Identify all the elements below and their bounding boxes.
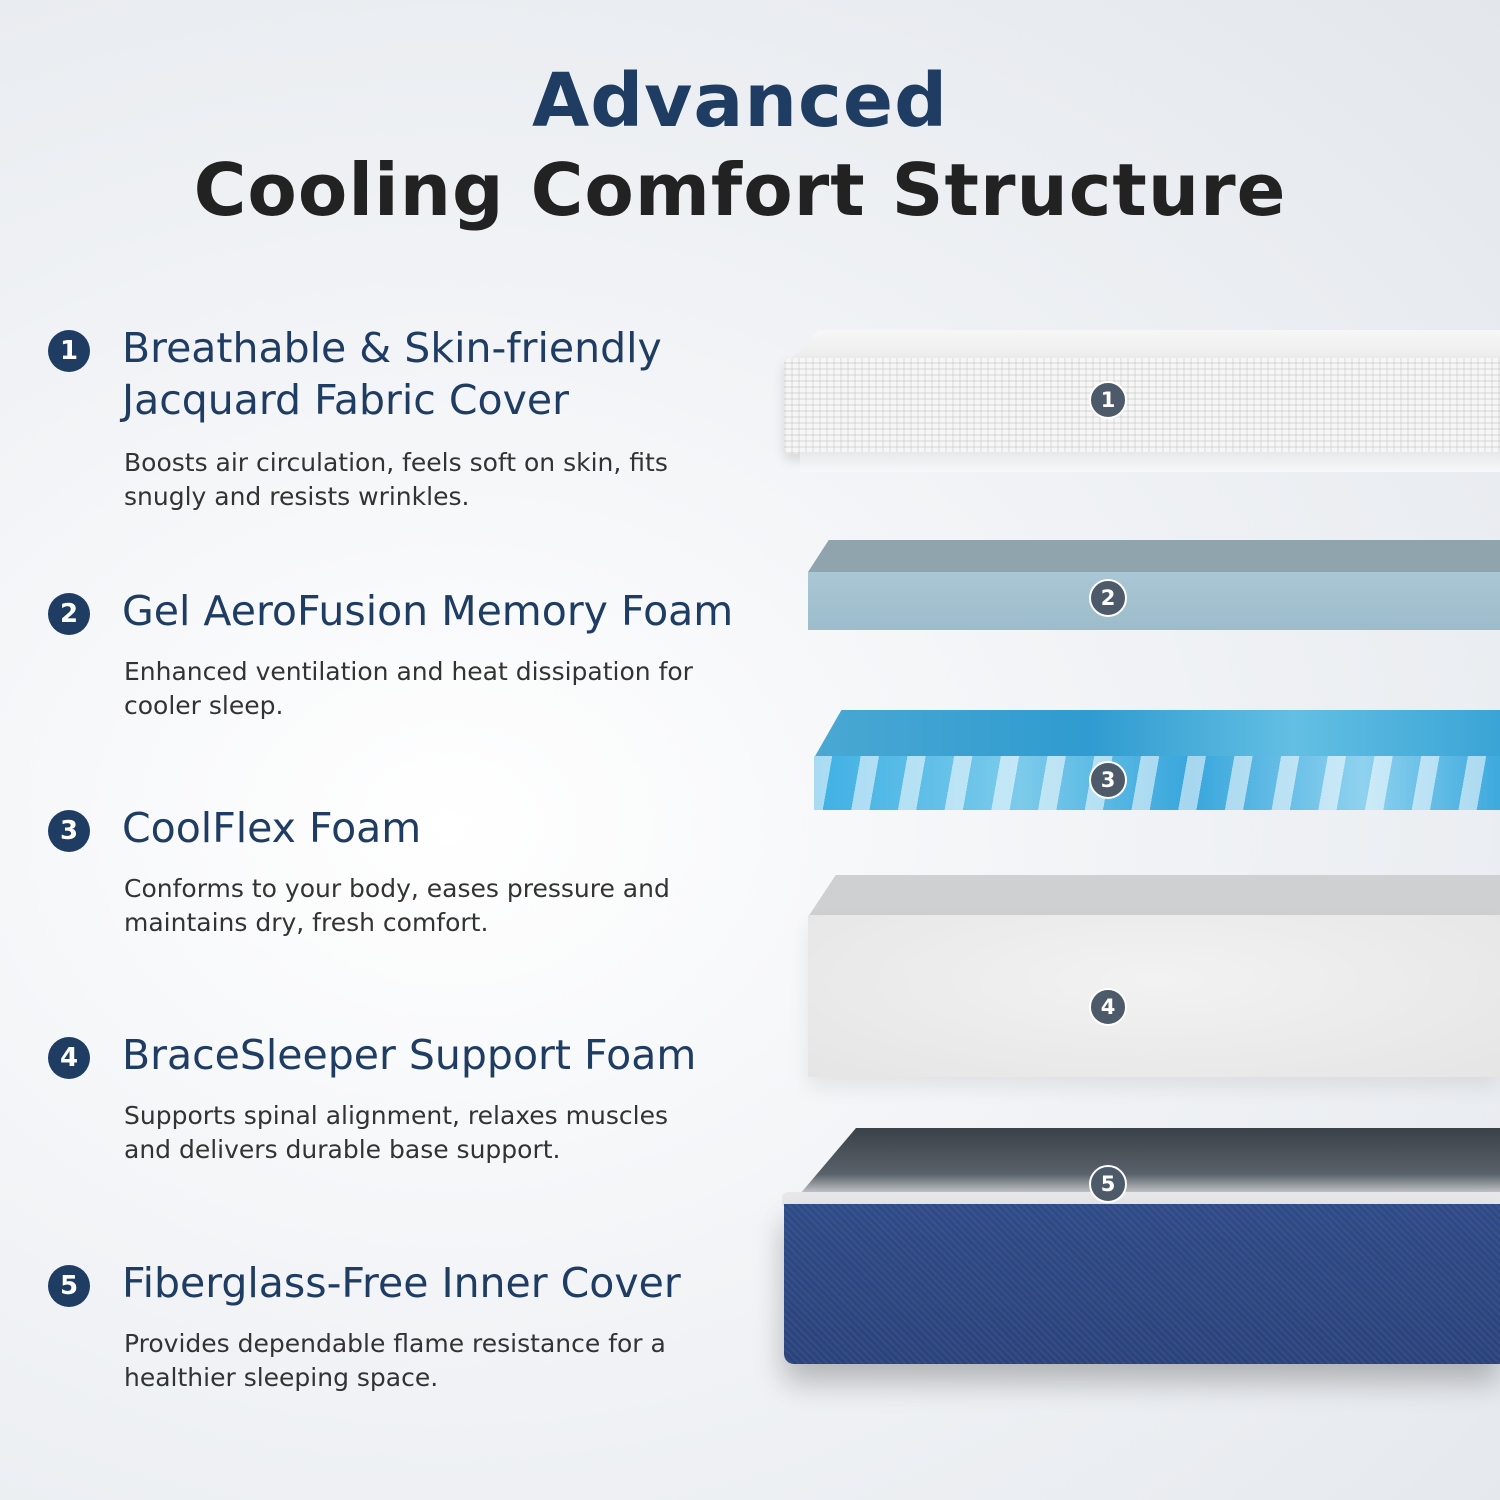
inner-cover-interior <box>800 1128 1500 1194</box>
layer-number-label: 2 <box>1089 579 1127 617</box>
cover-front-fabric <box>784 358 1500 454</box>
feature-description: Conforms to your body, eases pressure an… <box>124 874 670 937</box>
gel-foam-front <box>808 572 1500 630</box>
number-badge: 2 <box>48 593 90 635</box>
feature-description: Enhanced ventilation and heat dissipatio… <box>124 657 693 720</box>
feature-title: Fiberglass-Free Inner Cover <box>122 1259 681 1307</box>
number-badge: 5 <box>48 1265 90 1307</box>
coolflex-top-surface <box>814 710 1500 758</box>
feature-item: 3 CoolFlex Foam Conforms to your body, e… <box>48 802 748 952</box>
inner-cover-front <box>784 1204 1500 1364</box>
number-badge: 1 <box>48 330 90 372</box>
coolflex-front <box>814 756 1500 810</box>
feature-description: Provides dependable flame resistance for… <box>124 1329 666 1392</box>
feature-title: Breathable & Skin-friendly Jacquard Fabr… <box>122 324 662 424</box>
support-foam-front <box>808 915 1500 1077</box>
number-badge: 4 <box>48 1037 90 1079</box>
layer-number-label: 5 <box>1089 1165 1127 1203</box>
feature-description: Boosts air circulation, feels soft on sk… <box>124 448 668 511</box>
page-title-line1: Advanced <box>531 58 949 144</box>
support-foam-top-surface <box>808 875 1500 917</box>
layer-number-label: 1 <box>1089 381 1127 419</box>
feature-item: 1 Breathable & Skin-friendly Jacquard Fa… <box>48 322 748 522</box>
feature-title: Gel AeroFusion Memory Foam <box>122 587 734 635</box>
cover-top-surface <box>790 330 1500 360</box>
feature-title: CoolFlex Foam <box>122 804 422 852</box>
inner-cover-rim <box>782 1192 1500 1206</box>
feature-item: 5 Fiberglass-Free Inner Cover Provides d… <box>48 1257 748 1407</box>
feature-title: BraceSleeper Support Foam <box>122 1031 697 1079</box>
number-badge: 3 <box>48 810 90 852</box>
feature-description: Supports spinal alignment, relaxes muscl… <box>124 1101 668 1164</box>
feature-item: 4 BraceSleeper Support Foam Supports spi… <box>48 1029 748 1179</box>
gel-foam-top-surface <box>808 540 1500 572</box>
feature-item: 2 Gel AeroFusion Memory Foam Enhanced ve… <box>48 585 748 735</box>
layer-number-label: 4 <box>1089 988 1127 1026</box>
layer-number-label: 3 <box>1089 761 1127 799</box>
cover-bottom-edge <box>800 452 1500 472</box>
page-title-line2: Cooling Comfort Structure <box>193 148 1287 232</box>
